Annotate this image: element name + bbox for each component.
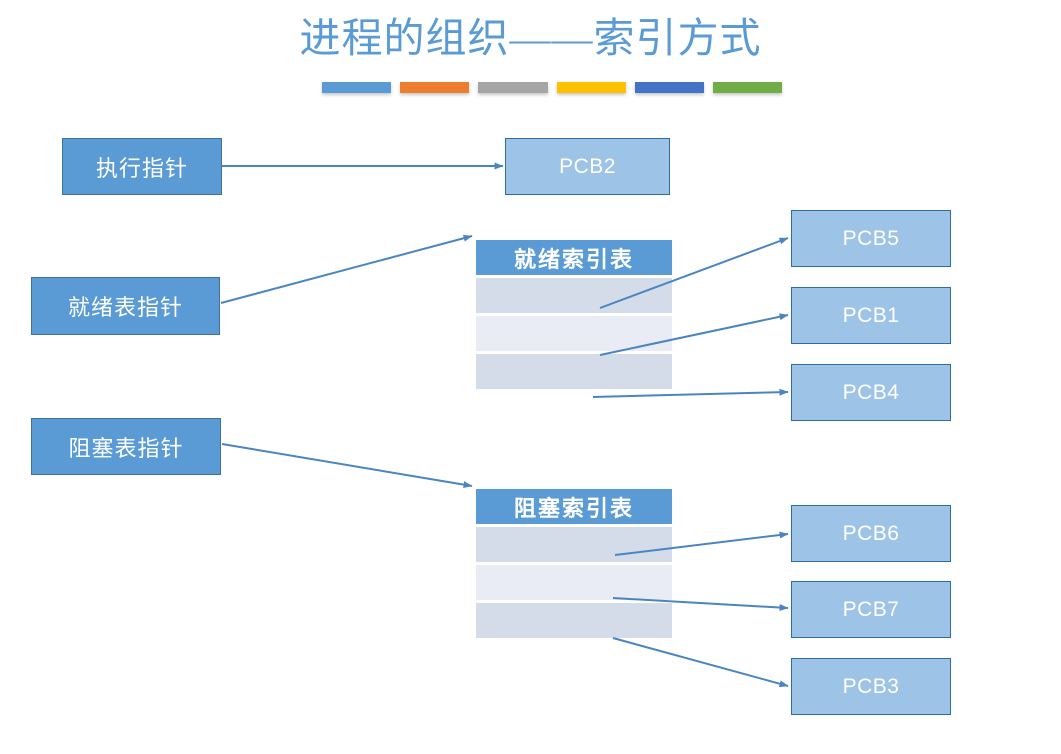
blocked-index-row-3[interactable] [476, 603, 672, 638]
pointer-box-ready[interactable]: 就绪表指针 [31, 277, 220, 335]
decor-bar-2 [400, 82, 470, 93]
decor-bar-4 [556, 82, 626, 93]
decor-bar-6 [712, 82, 783, 93]
ready-index-table-header: 就绪索引表 [476, 240, 672, 275]
ready-index-row-3[interactable] [476, 354, 672, 389]
arrow-blocked-to-table [221, 443, 473, 489]
pcb-block-pcb6[interactable]: PCB6 [791, 505, 951, 562]
ready-index-row-2[interactable] [476, 316, 672, 351]
pointer-box-exec[interactable]: 执行指针 [62, 138, 222, 195]
pcb-block-pcb4[interactable]: PCB4 [791, 364, 951, 421]
blocked-index-table: 阻塞索引表 [476, 489, 672, 638]
blocked-index-row-2[interactable] [476, 565, 672, 600]
arrow-ready-to-table [220, 234, 473, 304]
pcb-block-pcb2[interactable]: PCB2 [505, 138, 670, 195]
arrow-blocked-row3-to-pcb3 [612, 637, 789, 688]
arrow-ready-row3-to-pcb4 [592, 388, 789, 398]
ready-index-table: 就绪索引表 [476, 240, 672, 389]
decorative-bar-group [322, 82, 783, 93]
decor-bar-5 [634, 82, 704, 93]
pcb-block-pcb1[interactable]: PCB1 [791, 287, 951, 344]
decor-bar-3 [478, 82, 548, 93]
pcb-block-pcb5[interactable]: PCB5 [791, 210, 951, 267]
pcb-block-pcb3[interactable]: PCB3 [791, 658, 951, 715]
decor-bar-1 [322, 82, 392, 93]
ready-index-row-1[interactable] [476, 278, 672, 313]
pointer-box-blocked[interactable]: 阻塞表指针 [31, 418, 221, 475]
pcb-block-pcb7[interactable]: PCB7 [791, 581, 951, 638]
blocked-index-row-1[interactable] [476, 527, 672, 562]
blocked-index-table-header: 阻塞索引表 [476, 489, 672, 524]
page-title: 进程的组织——索引方式 [299, 15, 762, 61]
